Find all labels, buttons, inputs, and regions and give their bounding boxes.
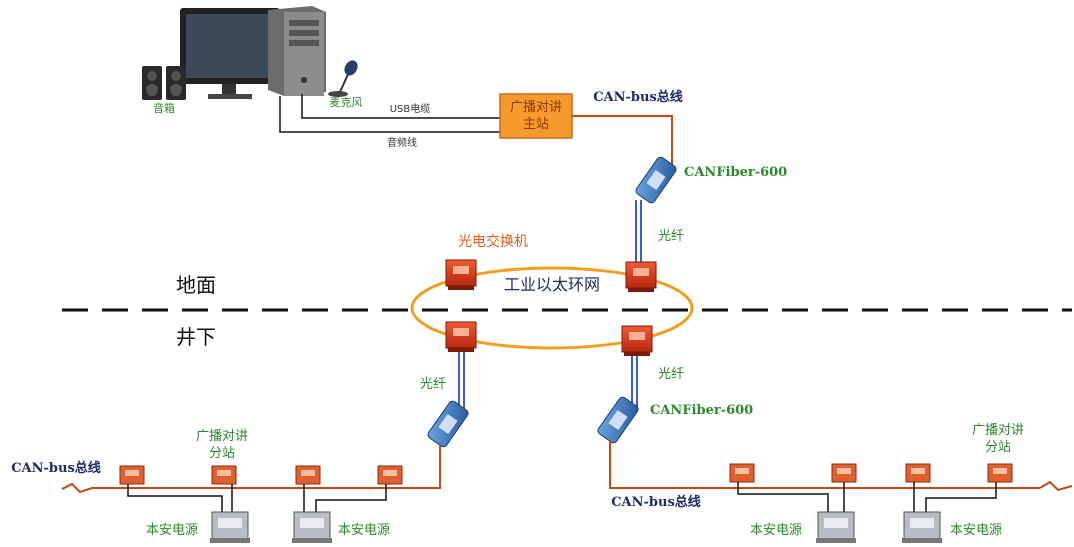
lightning-icon — [61, 482, 93, 494]
substation-box-icon — [295, 465, 321, 485]
can-fiber-converter-icon — [597, 396, 639, 444]
right-fiber-pair — [631, 356, 638, 408]
left-canbus-line — [92, 446, 441, 489]
power-supply-icon — [292, 511, 332, 543]
power-label-3: 本安电源 — [750, 523, 802, 538]
fiber-top-label: 光纤 — [658, 229, 684, 244]
canbus-right-label: CAN-bus总线 — [611, 494, 701, 510]
audio-cable-line — [279, 96, 500, 133]
power-supply-icon — [210, 511, 250, 543]
power-supply-icon — [816, 511, 856, 543]
audio-cable-label: 音频线 — [387, 136, 417, 149]
power-line — [737, 482, 829, 512]
usb-cable-line — [301, 94, 500, 119]
computer-group: 音箱 麦克风 USB电缆 音频线 — [142, 6, 500, 149]
fiber-left-label: 光纤 — [420, 377, 446, 392]
substation-box-icon — [905, 463, 931, 483]
fiber-right-label: 光纤 — [658, 367, 684, 382]
ground-label: 地面 — [176, 273, 216, 297]
top-fiber-pair — [635, 200, 642, 262]
canbus-left-label: CAN-bus总线 — [11, 460, 101, 476]
power-label-4: 本安电源 — [950, 523, 1002, 538]
substation-box-icon — [729, 463, 755, 483]
master-station: 广播对讲主站 — [499, 93, 573, 139]
mic-label: 麦克风 — [330, 96, 363, 109]
master-station-label: 广播对讲主站 — [510, 100, 562, 132]
power-label-1: 本安电源 — [146, 523, 198, 538]
substation-box-icon — [377, 465, 403, 485]
left-fiber-pair — [458, 352, 465, 412]
power-line — [315, 484, 387, 512]
substation-box-icon — [831, 463, 857, 483]
substation-right-label: 广播对讲分站 — [972, 423, 1024, 455]
microphone-icon — [328, 60, 358, 97]
substation-right-line2: 分站 — [985, 440, 1011, 455]
underground-label: 井下 — [176, 325, 216, 349]
explosion-proof-switch-icon — [445, 321, 477, 352]
canfiber-top-label: CANFiber-600 — [684, 165, 787, 180]
power-line — [127, 484, 223, 512]
monitor-icon — [180, 8, 280, 99]
substation-box-icon — [211, 465, 237, 485]
speaker-label: 音箱 — [153, 101, 175, 115]
power-line — [925, 482, 997, 512]
substation-box-icon — [119, 465, 145, 485]
speaker-icon — [142, 66, 186, 100]
substation-box-icon — [987, 463, 1013, 483]
right-canbus-line — [609, 440, 1040, 489]
explosion-proof-switch-icon — [625, 261, 657, 292]
can-fiber-converter-icon — [635, 156, 677, 204]
canbus-top-label: CAN-bus总线 — [593, 89, 683, 105]
power-label-2: 本安电源 — [338, 523, 390, 538]
substation-left-line2: 分站 — [209, 446, 235, 461]
ethernet-ring — [410, 266, 694, 350]
pc-tower-icon — [268, 6, 326, 96]
substation-right-line1: 广播对讲 — [972, 423, 1024, 438]
usb-cable-label: USB电缆 — [390, 102, 431, 115]
photo-switch-label: 光电交换机 — [458, 233, 528, 250]
substation-left-label: 广播对讲分站 — [196, 429, 248, 461]
top-canbus-line — [572, 115, 673, 168]
can-fiber-converter-icon — [427, 400, 469, 448]
power-supply-icon — [902, 511, 942, 543]
ring-label: 工业以太环网 — [504, 275, 600, 294]
lightning-icon — [1039, 480, 1073, 492]
substation-left-line1: 广播对讲 — [196, 429, 248, 444]
canfiber-right-label: CANFiber-600 — [650, 403, 753, 418]
explosion-proof-switch-icon — [621, 325, 653, 356]
explosion-proof-switch-icon — [445, 259, 477, 290]
